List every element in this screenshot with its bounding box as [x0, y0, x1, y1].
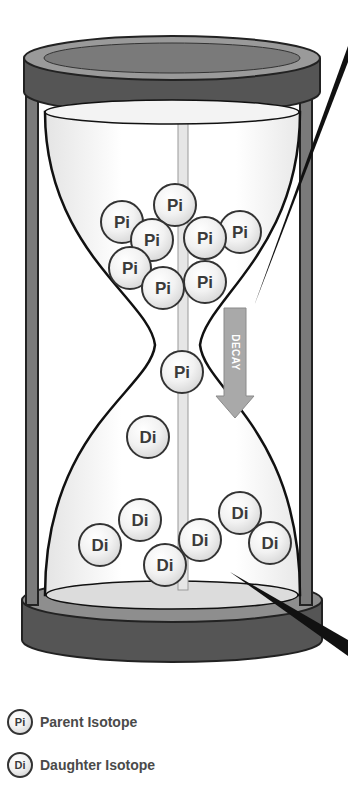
isotope-symbol: Pi	[15, 717, 25, 728]
isotope-symbol: Di	[15, 760, 26, 771]
isotope-symbol: Pi	[155, 280, 171, 297]
isotope-ball: Pi	[183, 216, 227, 260]
top-cap	[23, 58, 25, 92]
isotope-symbol: Pi	[197, 230, 213, 247]
legend-ball: Pi	[7, 709, 33, 735]
isotope-symbol: Pi	[167, 197, 183, 214]
isotope-ball: Di	[248, 521, 292, 565]
glass-top	[45, 100, 299, 124]
legend-label: Daughter Isotope	[40, 757, 155, 773]
isotope-symbol: Di	[262, 535, 279, 552]
top-cap	[24, 36, 320, 80]
legend-ball: Di	[7, 752, 33, 778]
decay-label: DECAY	[230, 334, 241, 371]
frame-rod	[300, 55, 312, 605]
isotope-ball: Pi	[160, 350, 204, 394]
isotope-symbol: Di	[132, 512, 149, 529]
isotope-ball: Di	[126, 415, 170, 459]
center-rod	[178, 104, 188, 590]
frame-rod	[26, 55, 38, 605]
leader-line	[230, 572, 348, 656]
isotope-symbol: Pi	[122, 260, 138, 277]
isotope-symbol: Pi	[114, 214, 130, 231]
isotope-ball: Di	[143, 543, 187, 587]
base-plate	[21, 600, 23, 640]
isotope-symbol: Pi	[197, 274, 213, 291]
isotope-symbol: Di	[140, 429, 157, 446]
hourglass-glass	[45, 112, 300, 595]
leader-line	[254, 46, 348, 306]
isotope-symbol: Pi	[144, 232, 160, 249]
isotope-symbol: Di	[157, 557, 174, 574]
isotope-ball: Pi	[141, 266, 185, 310]
isotope-symbol: Pi	[232, 224, 248, 241]
isotope-symbol: Di	[92, 537, 109, 554]
isotope-symbol: Di	[232, 505, 249, 522]
isotope-symbol: Pi	[174, 364, 190, 381]
decay-arrow	[216, 308, 254, 418]
isotope-ball: Pi	[183, 260, 227, 304]
isotope-ball: Di	[118, 498, 162, 542]
isotope-ball: Di	[78, 523, 122, 567]
legend-label: Parent Isotope	[40, 714, 137, 730]
top-cap	[44, 43, 300, 73]
top-cap	[319, 58, 321, 92]
isotope-symbol: Di	[192, 532, 209, 549]
